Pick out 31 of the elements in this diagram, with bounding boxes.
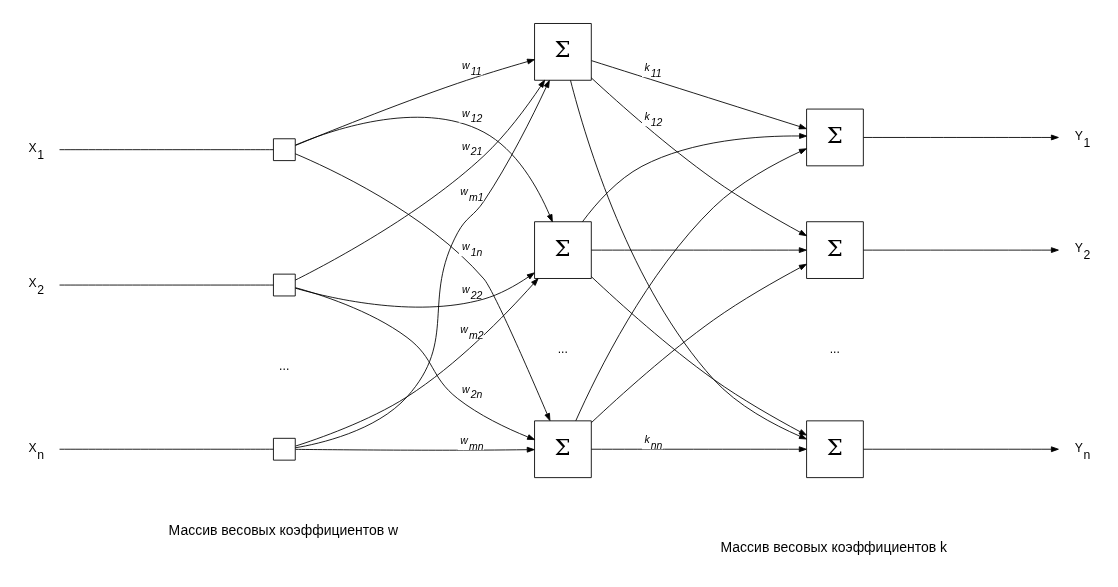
node-box [273, 273, 296, 296]
arrow [591, 246, 807, 253]
node-box: Σ [806, 419, 864, 478]
arrow [863, 445, 1059, 452]
node-box [273, 437, 296, 461]
connector [59, 448, 274, 450]
node-box: Σ [534, 419, 592, 478]
node-box: Σ [806, 108, 864, 166]
node-box: Σ [534, 220, 592, 279]
arrow [591, 445, 807, 452]
label: ... [279, 358, 290, 373]
node-box [273, 137, 296, 161]
connector [59, 148, 274, 150]
arrow [582, 132, 807, 222]
node-box: Σ [806, 220, 864, 279]
arrow [294, 116, 553, 222]
label: Массив весовых коэффициентов w [168, 521, 399, 538]
connector [59, 284, 274, 285]
node-box: Σ [534, 22, 592, 81]
label: Массив весовых коэффициентов k [720, 538, 948, 555]
label: ... [829, 341, 840, 356]
arrow [590, 76, 807, 236]
arrow [863, 134, 1059, 140]
label: ... [557, 341, 568, 356]
arrow [294, 152, 551, 421]
arrow [575, 147, 807, 421]
arrow [294, 271, 535, 307]
arrow [295, 446, 535, 453]
arrow [570, 79, 807, 439]
arrow [863, 246, 1059, 253]
arrow [294, 79, 546, 280]
